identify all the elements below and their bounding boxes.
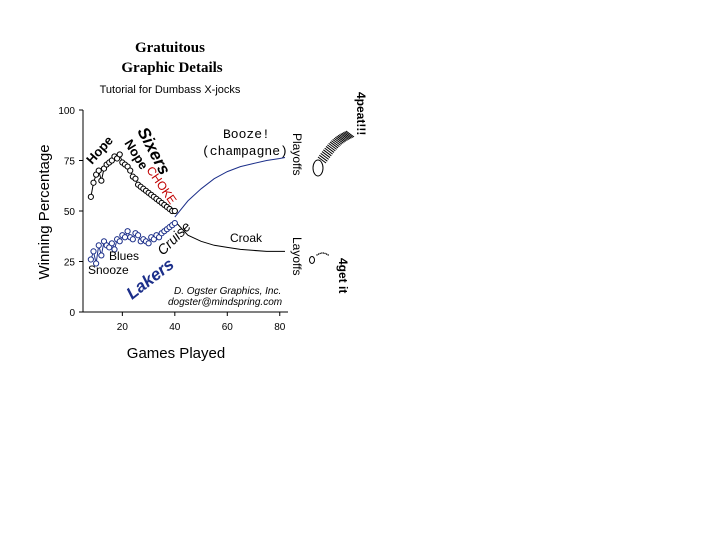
spring-coil-stroke	[324, 147, 333, 155]
spring-coil-stroke	[321, 151, 331, 158]
spring-coil-stroke	[335, 136, 344, 144]
data-point	[90, 248, 97, 255]
data-point	[129, 236, 136, 243]
chart-subtitle: Tutorial for Dumbass X-jocks	[100, 84, 241, 96]
decor-dot	[321, 252, 323, 254]
champagne-label: (champagne)	[202, 144, 288, 159]
data-point	[98, 252, 105, 259]
spring-coil-stroke	[339, 134, 348, 141]
data-point	[108, 240, 115, 247]
data-point	[171, 220, 178, 227]
decor-dot	[319, 252, 321, 255]
spring-coil-stroke	[344, 131, 353, 139]
spring-coil-stroke	[319, 154, 328, 162]
spring-coil-stroke	[328, 142, 337, 150]
data-point	[116, 151, 123, 158]
x-tick-label: 80	[274, 322, 286, 333]
data-point	[134, 232, 142, 239]
spring-coil-stroke	[333, 137, 343, 145]
y-tick-label: 100	[58, 106, 75, 117]
spring-coil-stroke	[329, 141, 339, 149]
blues-label: Blues	[109, 249, 139, 263]
y-tick-label: 0	[69, 308, 75, 319]
spring-coil-stroke	[341, 132, 351, 140]
spring-coil-stroke	[337, 134, 347, 142]
decor-dot	[324, 252, 326, 255]
axis-ticks: 0 25 50 75 100 20 40 60 80	[58, 106, 285, 333]
layoffs-circle-decoration	[309, 256, 315, 264]
decor-dot	[322, 252, 325, 254]
y-tick-label: 50	[64, 207, 76, 218]
playoffs-label: Playoffs	[290, 133, 304, 175]
data-point	[87, 193, 94, 200]
projection-lines	[90, 153, 286, 264]
decor-dot	[325, 253, 328, 255]
champagne-spring-decoration	[317, 130, 355, 164]
data-point	[124, 228, 131, 235]
y-tick-label: 25	[64, 258, 76, 269]
data-point	[171, 207, 178, 215]
spring-coil-stroke	[332, 138, 341, 146]
data-point	[95, 167, 102, 174]
y-tick-label: 75	[64, 157, 76, 168]
booze-label: Booze!	[223, 127, 270, 142]
x-tick-label: 40	[169, 322, 181, 333]
decor-dot	[327, 254, 329, 256]
decor-dot	[317, 253, 320, 255]
spring-coil-stroke	[345, 130, 355, 138]
spring-coil-stroke	[323, 149, 332, 157]
data-point	[132, 175, 139, 182]
series-line-2	[174, 220, 285, 252]
decor-dot	[316, 254, 318, 256]
data-point	[145, 240, 152, 247]
data-point	[127, 167, 134, 174]
x-tick-label: 60	[222, 322, 234, 333]
data-point	[121, 234, 129, 241]
spring-coil-stroke	[320, 152, 329, 160]
snooze-label: Snooze	[88, 263, 129, 277]
credit-line-1: D. Ogster Graphics, Inc.	[174, 286, 281, 297]
spring-coil-stroke	[327, 144, 336, 152]
data-point	[87, 256, 94, 263]
series-line-3	[174, 157, 286, 218]
data-points	[87, 151, 178, 267]
data-point	[98, 177, 105, 184]
x-tick-label: 20	[117, 322, 129, 333]
x-axis-label: Games Played	[127, 345, 225, 362]
layoffs-label: Layoffs	[290, 237, 304, 275]
fourget-label: 4get it	[336, 258, 350, 293]
chart-title: Gratuitous	[135, 40, 205, 56]
data-point	[111, 246, 118, 253]
spring-coil-stroke	[317, 156, 327, 164]
spring-coil-stroke	[331, 140, 340, 148]
champagne-cork-decoration	[312, 159, 324, 177]
data-point	[93, 260, 100, 267]
data-point	[116, 238, 123, 245]
data-point	[90, 179, 97, 186]
fourpeat-label: 4peat!!!	[354, 92, 368, 135]
chart-title-line2: Graphic Details	[121, 60, 222, 76]
credit-line-2: dogster@mindspring.com	[168, 297, 282, 308]
spring-coil-stroke	[340, 133, 349, 141]
data-point	[95, 242, 102, 249]
spring-coil-stroke	[343, 131, 352, 139]
y-axis-label: Winning Percentage	[36, 144, 53, 279]
spring-coil-stroke	[336, 135, 345, 143]
spring-coil-stroke	[325, 146, 335, 153]
layoffs-dots-decoration	[316, 252, 329, 256]
croak-label: Croak	[230, 231, 263, 245]
